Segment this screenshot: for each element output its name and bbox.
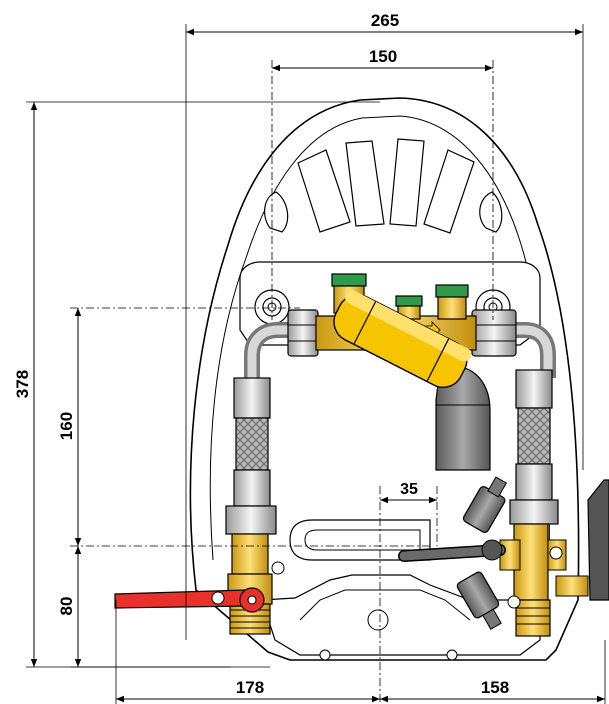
dim-overall-height: 378 xyxy=(13,102,38,667)
screw-icon xyxy=(211,591,225,605)
right-union-nut xyxy=(471,309,517,357)
test-cap-3 xyxy=(435,284,469,298)
dim-label-overall-height: 378 xyxy=(13,370,32,398)
screw-icon xyxy=(271,561,285,575)
dim-label-lower-height: 80 xyxy=(57,597,76,616)
right-valve-assembly xyxy=(398,476,609,637)
left-shutoff-valve xyxy=(114,533,285,635)
dim-bracket-spacing: 150 xyxy=(272,47,493,72)
vent-grille xyxy=(264,138,503,234)
test-cap-2 xyxy=(395,295,423,307)
dim-drain-offset: 35 xyxy=(380,481,437,504)
dim-label-bracket-spacing: 150 xyxy=(369,47,397,66)
test-cap-1 xyxy=(331,273,367,287)
screw-icon xyxy=(507,595,521,609)
dim-left-width: 178 xyxy=(116,678,380,703)
dim-overall-width: 265 xyxy=(186,11,583,36)
dim-lower-height: 80 xyxy=(57,546,82,667)
dim-label-left-width: 178 xyxy=(236,678,264,697)
dark-lever-handle xyxy=(587,479,609,601)
dim-label-overall-width: 265 xyxy=(371,11,399,30)
red-lever-handle xyxy=(114,589,247,609)
left-supply-hose xyxy=(225,322,296,535)
screw-icon xyxy=(549,546,563,560)
dim-label-right-width: 158 xyxy=(481,678,509,697)
dim-connection-height: 160 xyxy=(57,308,82,546)
dim-label-drain-offset: 35 xyxy=(400,481,418,498)
filter-bowl xyxy=(333,290,472,388)
left-union-nut xyxy=(287,309,319,357)
centerlines xyxy=(70,60,494,704)
dim-label-connection-height: 160 xyxy=(57,412,76,440)
right-supply-hose xyxy=(509,322,559,525)
dim-right-width: 158 xyxy=(380,678,605,703)
